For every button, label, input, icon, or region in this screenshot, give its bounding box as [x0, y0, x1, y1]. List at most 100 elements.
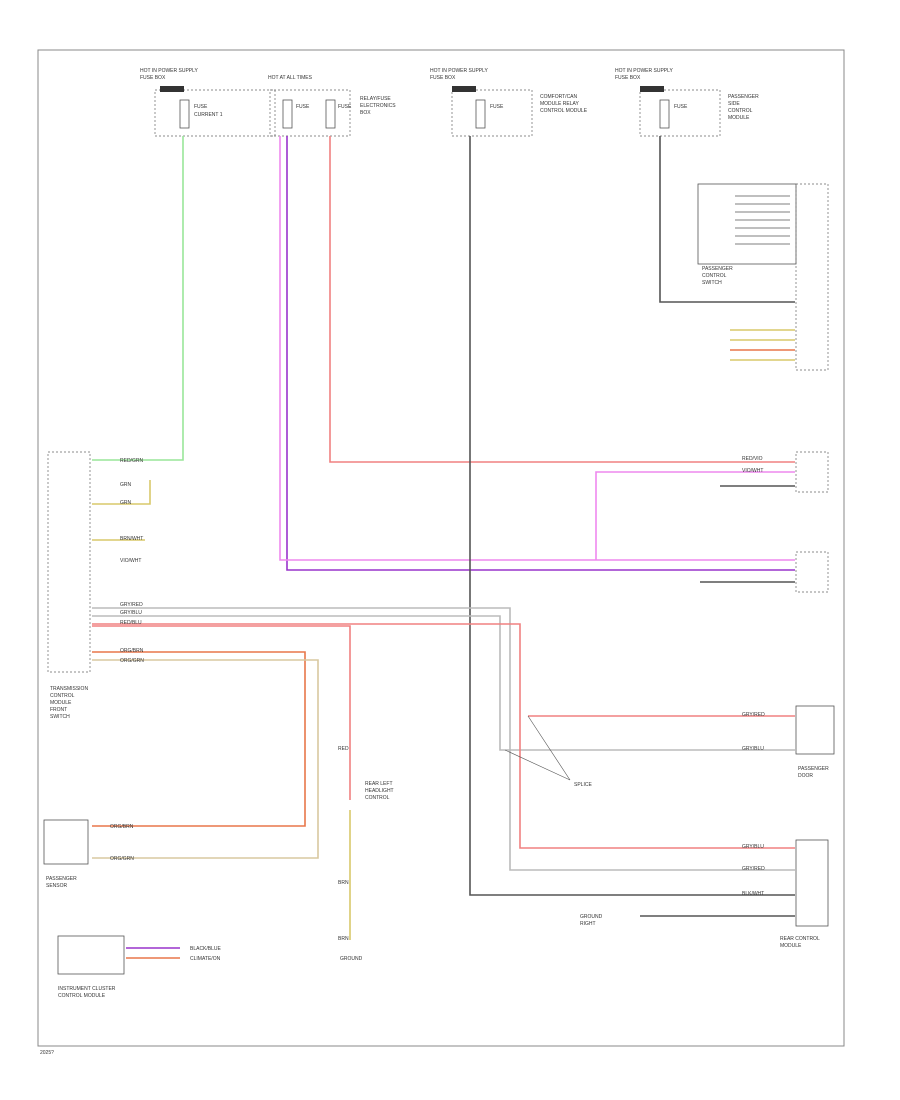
wire-pink-1 — [279, 136, 795, 561]
fuse-label-5: FUSE — [674, 104, 688, 110]
svg-text:ORG/BRN: ORG/BRN — [120, 648, 144, 654]
svg-text:RED/GRN: RED/GRN — [120, 458, 143, 464]
wire-black-1 — [469, 136, 795, 896]
wire-yellow-1 — [92, 480, 151, 505]
right-connector-1 — [795, 451, 829, 493]
wire-gray-2 — [92, 615, 795, 751]
svg-text:GRY/RED: GRY/RED — [742, 866, 765, 872]
svg-text:DOOR: DOOR — [798, 773, 813, 779]
svg-text:CONTROL: CONTROL — [702, 273, 727, 279]
right-connector-2 — [795, 551, 829, 593]
fuse-box-4: HOT IN POWER SUPPLY FUSE BOX FUSE PASSEN… — [615, 68, 759, 137]
svg-text:RED/BLU: RED/BLU — [120, 620, 142, 626]
svg-text:CONTROL MODULE: CONTROL MODULE — [540, 108, 588, 114]
fuse-box-3: HOT IN POWER SUPPLY FUSE BOX FUSE COMFOR… — [430, 68, 588, 137]
svg-text:BLK/WHT: BLK/WHT — [742, 891, 764, 897]
svg-text:REAR CONTROL: REAR CONTROL — [780, 936, 820, 942]
svg-text:SENSOR: SENSOR — [46, 883, 68, 889]
svg-text:CLIMATE/ON: CLIMATE/ON — [190, 956, 221, 962]
svg-text:GROUND: GROUND — [580, 914, 603, 920]
svg-text:PASSENGER: PASSENGER — [702, 266, 733, 272]
svg-text:BRN: BRN — [338, 880, 349, 886]
svg-text:ORG/GRN: ORG/GRN — [120, 658, 144, 664]
wire-tan-1 — [92, 659, 319, 859]
svg-text:CURRENT 1: CURRENT 1 — [194, 112, 223, 118]
diagram-frame — [37, 49, 845, 1047]
svg-text:HOT AT ALL TIMES: HOT AT ALL TIMES — [268, 75, 313, 81]
svg-text:BRN/WHT: BRN/WHT — [120, 536, 143, 542]
svg-text:FUSE BOX: FUSE BOX — [140, 75, 166, 81]
svg-text:SPLICE: SPLICE — [574, 782, 592, 788]
svg-text:GRY/BLU: GRY/BLU — [742, 844, 764, 850]
svg-text:GRY/RED: GRY/RED — [742, 712, 765, 718]
svg-text:GRY/BLU: GRY/BLU — [742, 746, 764, 752]
svg-text:PASSENGER: PASSENGER — [798, 766, 829, 772]
svg-text:CONTROL: CONTROL — [728, 108, 753, 114]
svg-text:RELAY/FUSE: RELAY/FUSE — [360, 96, 391, 102]
svg-text:SWITCH: SWITCH — [50, 714, 70, 720]
wire-green-1 — [92, 136, 184, 461]
svg-text:CONTROL MODULE: CONTROL MODULE — [58, 993, 106, 999]
svg-text:GRN: GRN — [120, 500, 132, 506]
control-module-left: TRANSMISSION CONTROL MODULE FRONT SWITCH — [47, 451, 91, 720]
svg-text:VIO/WHT: VIO/WHT — [742, 468, 763, 474]
fuse-label-3: FUSE — [338, 104, 352, 110]
svg-text:ORG/BRN: ORG/BRN — [110, 824, 134, 830]
svg-text:ELECTRONICS: ELECTRONICS — [360, 103, 396, 109]
svg-text:REAR LEFT: REAR LEFT — [365, 781, 393, 787]
svg-text:CONTROL: CONTROL — [365, 795, 390, 801]
svg-text:RED: RED — [338, 746, 349, 752]
svg-text:RED/VIO: RED/VIO — [742, 456, 763, 462]
svg-text:TRANSMISSION: TRANSMISSION — [50, 686, 88, 692]
rear-control-module: REAR CONTROL MODULE — [780, 839, 829, 949]
wire-red-4 — [92, 625, 351, 800]
svg-text:MODULE RELAY: MODULE RELAY — [540, 101, 579, 107]
svg-text:PASSENGER: PASSENGER — [46, 876, 77, 882]
svg-text:VIO/WHT: VIO/WHT — [120, 558, 141, 564]
instrument-cluster: INSTRUMENT CLUSTER CONTROL MODULE — [57, 935, 125, 999]
wire-purple-1 — [286, 136, 795, 571]
wiring: SPLICE — [92, 136, 795, 959]
svg-text:ORG/GRN: ORG/GRN — [110, 856, 134, 862]
svg-text:CONTROL: CONTROL — [50, 693, 75, 699]
svg-text:COMFORT/CAN: COMFORT/CAN — [540, 94, 578, 100]
wire-red-1 — [329, 136, 795, 463]
wire-orange-1 — [92, 651, 306, 827]
svg-text:HOT IN POWER SUPPLY: HOT IN POWER SUPPLY — [615, 68, 674, 74]
wire-black-2 — [659, 136, 795, 303]
svg-text:HEADLIGHT: HEADLIGHT — [365, 788, 394, 794]
fuse-label-2: FUSE — [296, 104, 310, 110]
svg-text:FUSE BOX: FUSE BOX — [430, 75, 456, 81]
svg-text:RIGHT: RIGHT — [580, 921, 596, 927]
svg-text:GRY/RED: GRY/RED — [120, 602, 143, 608]
svg-text:SWITCH: SWITCH — [702, 280, 722, 286]
switch-block: PASSENGER CONTROL SWITCH — [697, 183, 797, 286]
fuse-label-1: FUSE — [194, 104, 208, 110]
svg-text:BRN: BRN — [338, 936, 349, 942]
svg-text:GRN: GRN — [120, 482, 132, 488]
passenger-door-unit: PASSENGER DOOR — [795, 705, 835, 779]
wire-pink-2 — [595, 471, 795, 560]
svg-text:MODULE: MODULE — [50, 700, 72, 706]
svg-text:FRONT: FRONT — [50, 707, 67, 713]
svg-text:INSTRUMENT CLUSTER: INSTRUMENT CLUSTER — [58, 986, 116, 992]
svg-text:HOT IN POWER SUPPLY: HOT IN POWER SUPPLY — [140, 68, 199, 74]
svg-text:SIDE: SIDE — [728, 101, 740, 107]
svg-text:MODULE: MODULE — [728, 115, 750, 121]
fuse-box-2: HOT AT ALL TIMES FUSE FUSE RELAY/FUSE EL… — [268, 75, 396, 137]
svg-text:GRY/BLU: GRY/BLU — [120, 610, 142, 616]
fuse-label-4: FUSE — [490, 104, 504, 110]
svg-text:HOT IN POWER SUPPLY: HOT IN POWER SUPPLY — [430, 68, 489, 74]
svg-text:FUSE BOX: FUSE BOX — [615, 75, 641, 81]
wire-gray-1 — [92, 607, 795, 871]
diagram-code: 2025? — [40, 1050, 54, 1056]
svg-text:GROUND: GROUND — [340, 956, 363, 962]
svg-text:MODULE: MODULE — [780, 943, 802, 949]
wire-red-2 — [92, 623, 795, 849]
fuse-box-1: HOT IN POWER SUPPLY FUSE BOX FUSE CURREN… — [140, 68, 276, 137]
svg-text:PASSENGER: PASSENGER — [728, 94, 759, 100]
svg-text:BLACK/BLUE: BLACK/BLUE — [190, 946, 222, 952]
sensor-box: PASSENGER SENSOR — [43, 819, 89, 889]
svg-text:BOX: BOX — [360, 110, 371, 116]
